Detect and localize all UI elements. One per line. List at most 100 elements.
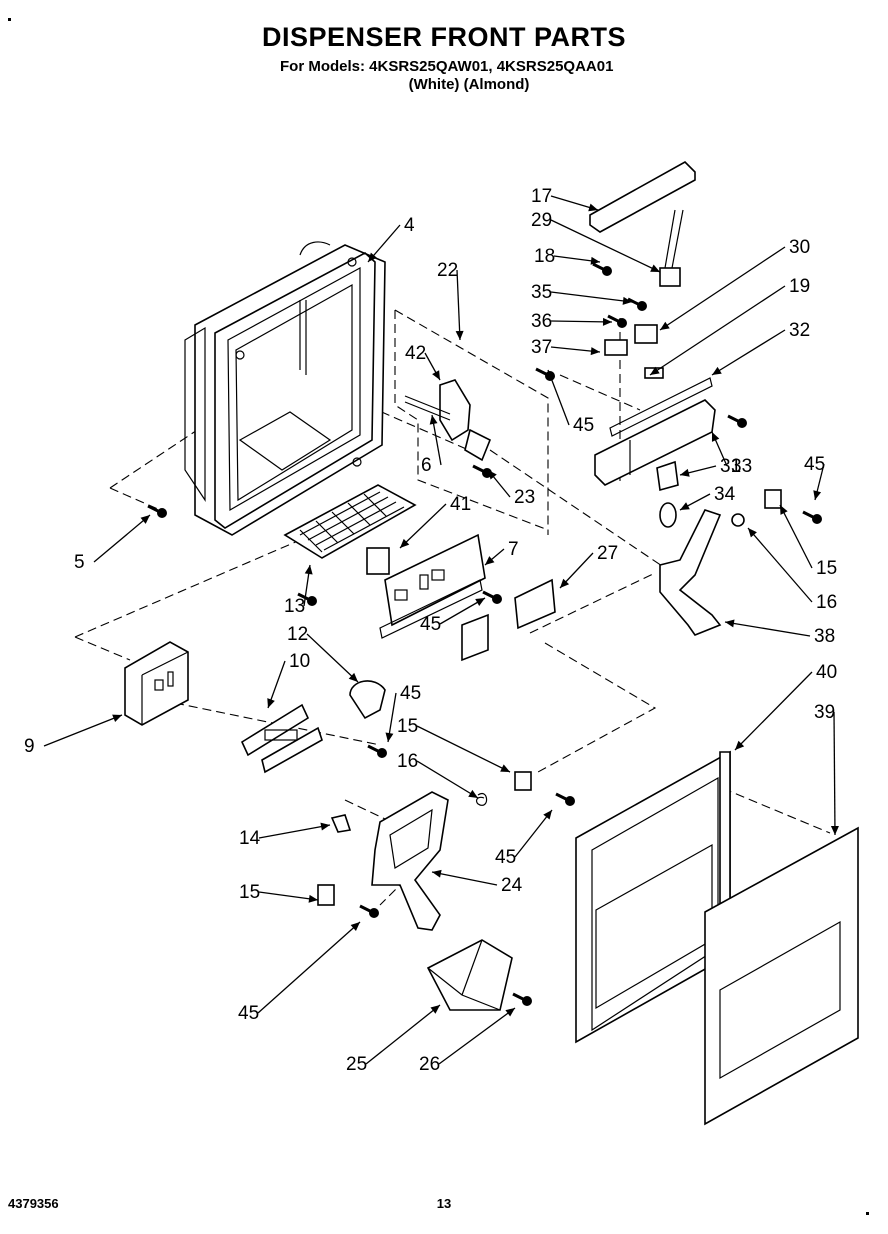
arrowhead-icon bbox=[320, 822, 330, 831]
leader-line bbox=[747, 527, 813, 603]
callout-15: 15 bbox=[239, 882, 260, 903]
part-15-clip-middle bbox=[514, 771, 532, 791]
arrowhead-icon bbox=[350, 922, 360, 931]
part-13-drip-grille bbox=[283, 484, 417, 559]
arrowhead-icon bbox=[602, 317, 612, 326]
callout-24: 24 bbox=[501, 875, 523, 896]
arrowhead-icon bbox=[560, 578, 570, 588]
part-41-label bbox=[366, 547, 390, 575]
arrowhead-icon bbox=[712, 366, 722, 375]
callout-33: 33 bbox=[731, 456, 752, 477]
leader-lines bbox=[43, 195, 839, 1065]
callout-29: 29 bbox=[531, 210, 552, 231]
arrowhead-icon bbox=[112, 714, 122, 723]
part-34-knob bbox=[659, 502, 677, 528]
arrowhead-icon bbox=[505, 1008, 515, 1017]
callout-42: 42 bbox=[405, 343, 426, 364]
screw-icon bbox=[802, 510, 822, 524]
screw-icon bbox=[592, 262, 612, 276]
part-33-mounting-bracket bbox=[594, 367, 716, 486]
arrowhead-icon bbox=[590, 256, 600, 265]
leader-line bbox=[649, 285, 786, 376]
arrowhead-icon bbox=[680, 468, 690, 477]
callout-30: 30 bbox=[789, 237, 810, 258]
document-number: 4379356 bbox=[8, 1196, 59, 1211]
leader-line bbox=[43, 714, 123, 747]
leader-line bbox=[399, 503, 447, 549]
arrowhead-icon bbox=[304, 565, 313, 575]
leader-line bbox=[724, 621, 811, 637]
callout-35: 35 bbox=[531, 282, 552, 303]
arrowhead-icon bbox=[650, 264, 660, 272]
leader-line bbox=[550, 320, 613, 323]
arrowhead-icon bbox=[400, 538, 410, 548]
leader-line bbox=[659, 246, 786, 331]
leader-line bbox=[833, 711, 836, 836]
callout-4: 4 bbox=[404, 215, 415, 236]
part-15-clip-right bbox=[764, 489, 782, 509]
callout-45: 45 bbox=[238, 1003, 259, 1024]
leader-line bbox=[438, 1007, 516, 1065]
leader-line bbox=[416, 760, 479, 799]
leader-line bbox=[550, 291, 633, 303]
arrowhead-icon bbox=[385, 732, 394, 742]
part-9-block bbox=[124, 641, 189, 726]
models-line: For Models: 4KSRS25QAW01, 4KSRS25QAA01 bbox=[280, 58, 614, 75]
callout-13: 13 bbox=[284, 596, 305, 617]
arrowhead-icon bbox=[455, 330, 464, 340]
part-29-switch bbox=[659, 209, 684, 287]
callout-41: 41 bbox=[450, 494, 471, 515]
part-27-plate bbox=[514, 578, 556, 630]
arrowhead-icon bbox=[588, 203, 598, 212]
part-15-clip-lower bbox=[317, 884, 335, 906]
leader-line bbox=[456, 269, 461, 341]
arrowhead-icon bbox=[368, 252, 377, 262]
arrowhead-icon bbox=[660, 321, 670, 330]
arrowhead-icon bbox=[485, 556, 495, 565]
arrowhead-icon bbox=[468, 789, 478, 798]
callout-19: 19 bbox=[789, 276, 810, 297]
arrowhead-icon bbox=[830, 825, 839, 835]
callout-40: 40 bbox=[816, 662, 837, 683]
callout-39: 39 bbox=[814, 702, 835, 723]
corner-mark-top-left bbox=[8, 18, 11, 21]
callout-25: 25 bbox=[346, 1054, 367, 1075]
callout-17: 17 bbox=[531, 186, 552, 207]
callout-7: 7 bbox=[508, 539, 519, 560]
leader-line bbox=[258, 891, 319, 901]
arrowhead-icon bbox=[622, 296, 632, 305]
page-title: DISPENSER FRONT PARTS bbox=[261, 22, 627, 52]
arrowhead-icon bbox=[590, 347, 600, 356]
arrowhead-icon bbox=[140, 515, 150, 524]
part-30-switch bbox=[634, 324, 658, 344]
page-number: 13 bbox=[436, 1196, 452, 1211]
part-39-overlay-panel bbox=[704, 826, 859, 1126]
callout-9: 9 bbox=[24, 736, 35, 757]
screw-icon bbox=[482, 590, 502, 604]
callout-10: 10 bbox=[289, 651, 310, 672]
leader-line bbox=[258, 824, 331, 839]
leader-line bbox=[550, 219, 661, 273]
leader-line bbox=[779, 504, 813, 569]
arrowhead-icon bbox=[725, 619, 735, 628]
callout-22: 22 bbox=[437, 260, 458, 281]
colors-line: (White) (Almond) bbox=[408, 76, 530, 93]
callout-37: 37 bbox=[531, 337, 552, 358]
leader-line bbox=[547, 369, 570, 426]
screw-icon bbox=[147, 504, 167, 518]
arrowhead-icon bbox=[429, 415, 438, 425]
arrowhead-icon bbox=[488, 470, 497, 480]
part-7-switch-bracket bbox=[379, 533, 486, 639]
arrowhead-icon bbox=[780, 505, 788, 515]
part-24-lever bbox=[371, 791, 449, 931]
callout-5: 5 bbox=[74, 552, 85, 573]
arrowhead-icon bbox=[543, 810, 552, 820]
leader-line bbox=[306, 633, 359, 683]
screw-icon bbox=[627, 297, 647, 311]
callout-16: 16 bbox=[816, 592, 837, 613]
callout-12: 12 bbox=[287, 624, 308, 645]
arrowhead-icon bbox=[813, 490, 822, 500]
arrowhead-icon bbox=[267, 698, 275, 708]
leader-line bbox=[514, 809, 553, 858]
